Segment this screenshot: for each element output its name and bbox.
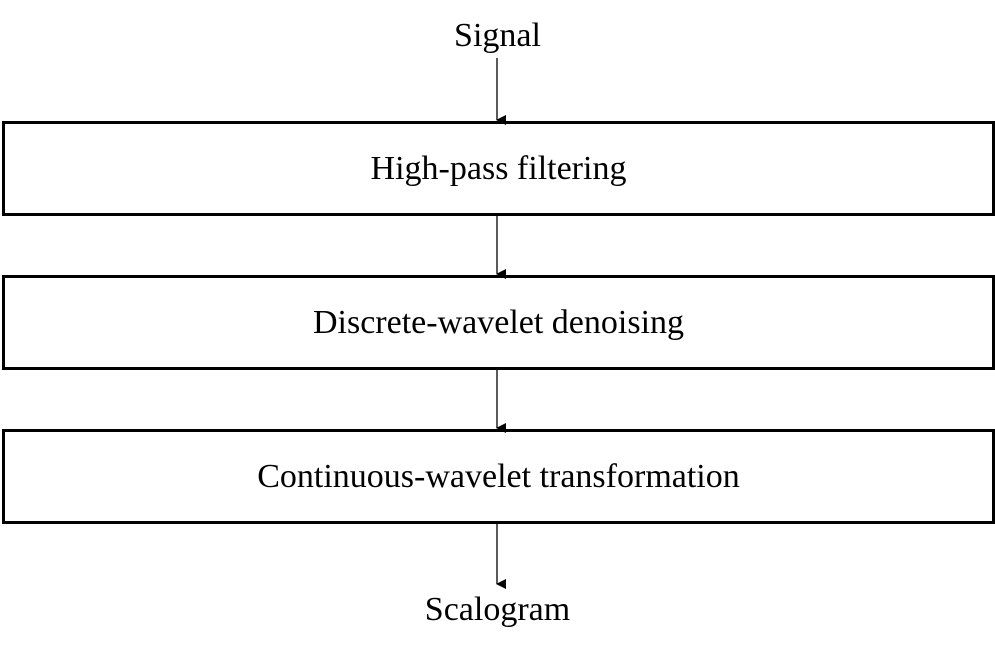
output-label: Scalogram bbox=[424, 591, 571, 628]
step-label: High-pass filtering bbox=[370, 149, 627, 187]
step-label: Continuous-wavelet transformation bbox=[257, 457, 740, 495]
input-label: Signal bbox=[454, 17, 541, 54]
step-discrete-wavelet-denoising: Discrete-wavelet denoising bbox=[2, 275, 995, 370]
step-label: Discrete-wavelet denoising bbox=[312, 303, 685, 341]
step-high-pass-filtering: High-pass filtering bbox=[2, 121, 995, 216]
step-continuous-wavelet-transformation: Continuous-wavelet transformation bbox=[2, 429, 995, 524]
